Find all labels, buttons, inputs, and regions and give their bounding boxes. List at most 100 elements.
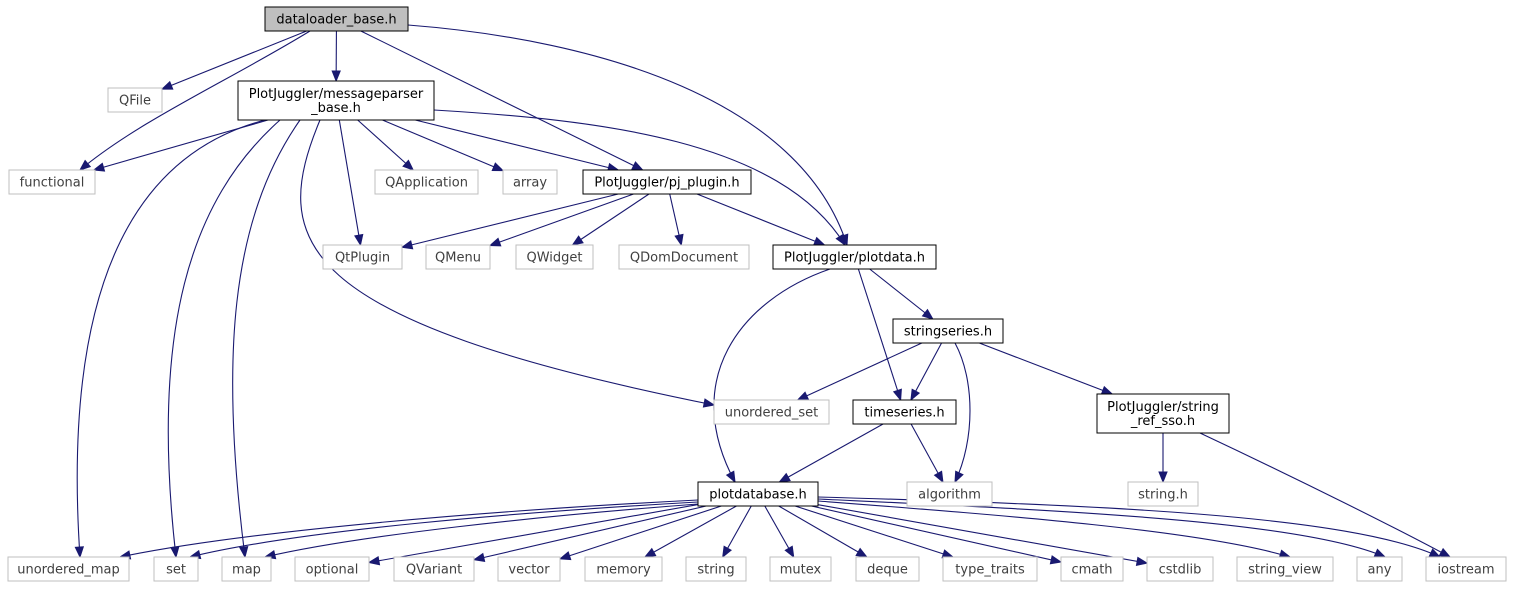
edge-arrowhead <box>1100 385 1114 395</box>
node-box <box>1060 556 1124 582</box>
node-box <box>374 169 479 195</box>
node-label: set <box>166 563 186 578</box>
edge-dataloader_base-to-pj_plugin <box>360 30 644 171</box>
node-label: array <box>513 176 547 191</box>
edge-plotdatabase-to-optional <box>367 504 699 566</box>
edge-arrowhead <box>725 470 736 484</box>
edge-line <box>407 24 848 246</box>
edge-line <box>857 268 902 401</box>
node-messageparser[interactable]: PlotJuggler/messageparser_base.h <box>237 80 435 121</box>
node-string_ref_sso[interactable]: PlotJuggler/string_ref_sso.h <box>1096 393 1230 434</box>
edge-arrowhead <box>491 162 505 172</box>
edge-arrowhead <box>367 555 381 566</box>
node-label: mutex <box>780 563 822 578</box>
edge-line <box>300 119 715 406</box>
edge-messageparser-to-map <box>232 119 301 559</box>
node-box <box>1356 556 1403 582</box>
edge-line <box>401 193 619 248</box>
edge-stringseries-to-timeseries <box>910 342 943 402</box>
node-box <box>855 556 920 582</box>
edge-plotdatabase-to-mutex <box>764 505 795 559</box>
node-pj_plugin[interactable]: PlotJuggler/pj_plugin.h <box>582 169 752 195</box>
node-label: string.h <box>1138 488 1188 503</box>
edge-plotdatabase-to-string_view <box>817 500 1292 559</box>
node-box <box>393 556 475 582</box>
node-label: cmath <box>1071 563 1112 578</box>
node-box <box>906 481 993 507</box>
node-box <box>1146 556 1214 582</box>
node-QFile: QFile <box>107 87 163 113</box>
edge-line <box>696 193 825 246</box>
edge-arrowhead <box>784 545 795 559</box>
node-box <box>425 244 491 270</box>
edge-arrowhead <box>78 159 92 171</box>
edge-arrowhead <box>892 388 902 402</box>
node-box <box>7 556 130 582</box>
node-label: QFile <box>119 94 151 109</box>
node-timeseries[interactable]: timeseries.h <box>852 399 957 425</box>
edge-line <box>910 423 944 483</box>
node-box <box>221 556 272 582</box>
edge-line <box>817 504 1148 564</box>
edge-arrowhead <box>1049 555 1063 565</box>
node-label: string <box>697 563 734 578</box>
edge-string_ref_sso-to-string_h <box>1158 433 1168 484</box>
node-type_traits: type_traits <box>942 556 1038 582</box>
edge-line <box>119 499 699 558</box>
node-label: optional <box>306 563 359 578</box>
node-QWidget: QWidget <box>515 244 594 270</box>
node-label: QApplication <box>385 176 468 191</box>
node-algorithm: algorithm <box>906 481 993 507</box>
node-label: functional <box>20 176 85 191</box>
edge-arrowhead <box>238 545 249 559</box>
node-box <box>713 399 830 425</box>
node-label: map <box>232 563 261 578</box>
node-unordered_set: unordered_set <box>713 399 830 425</box>
node-plotdata[interactable]: PlotJuggler/plotdata.h <box>772 244 937 270</box>
edge-line <box>360 30 643 171</box>
edge-messageparser-to-array <box>382 119 505 172</box>
edge-arrowhead <box>796 391 810 401</box>
edge-line <box>161 30 307 90</box>
edge-arrowhead <box>571 235 584 246</box>
edge-timeseries-to-plotdatabase <box>778 423 884 483</box>
edge-arrowhead <box>402 159 415 171</box>
node-box <box>942 556 1038 582</box>
node-label: QVariant <box>406 563 462 578</box>
edge-line <box>382 119 504 172</box>
node-stringseries[interactable]: stringseries.h <box>892 318 1004 344</box>
edge-messageparser-to-set <box>167 119 281 559</box>
edge-pj_plugin-to-plotdata <box>696 193 826 246</box>
edge-arrowhead <box>74 546 85 559</box>
edge-arrowhead <box>631 161 644 171</box>
node-label: string_view <box>1248 563 1322 578</box>
edge-pj_plugin-to-QMenu <box>488 193 634 247</box>
node-deque: deque <box>855 556 920 582</box>
node-array: array <box>502 169 558 195</box>
edge-plotdatabase-to-cstdlib <box>817 504 1149 566</box>
node-label: _base.h <box>310 101 361 116</box>
node-QMenu: QMenu <box>425 244 491 270</box>
edge-line <box>338 119 362 246</box>
node-label: any <box>1368 563 1392 578</box>
edge-arrowhead <box>488 237 502 247</box>
node-box <box>892 318 1004 344</box>
node-dataloader_base[interactable]: dataloader_base.h <box>264 6 409 32</box>
edge-pj_plugin-to-QWidget <box>571 193 650 246</box>
node-box <box>153 556 199 582</box>
edge-arrowhead <box>331 70 341 83</box>
edge-plotdatabase-to-QVariant <box>472 505 707 562</box>
node-plotdatabase[interactable]: plotdatabase.h <box>697 481 819 507</box>
edge-line <box>811 505 1062 563</box>
node-functional: functional <box>8 169 96 195</box>
node-label: plotdatabase.h <box>709 488 807 503</box>
edge-plotdatabase-to-memory <box>643 505 737 558</box>
edge-line <box>954 342 971 483</box>
node-string: string <box>685 556 747 582</box>
edge-line <box>1199 432 1451 558</box>
edge-arrowhead <box>354 233 364 247</box>
node-box <box>264 6 409 32</box>
node-string_h: string.h <box>1127 481 1199 507</box>
edge-line <box>167 119 281 558</box>
